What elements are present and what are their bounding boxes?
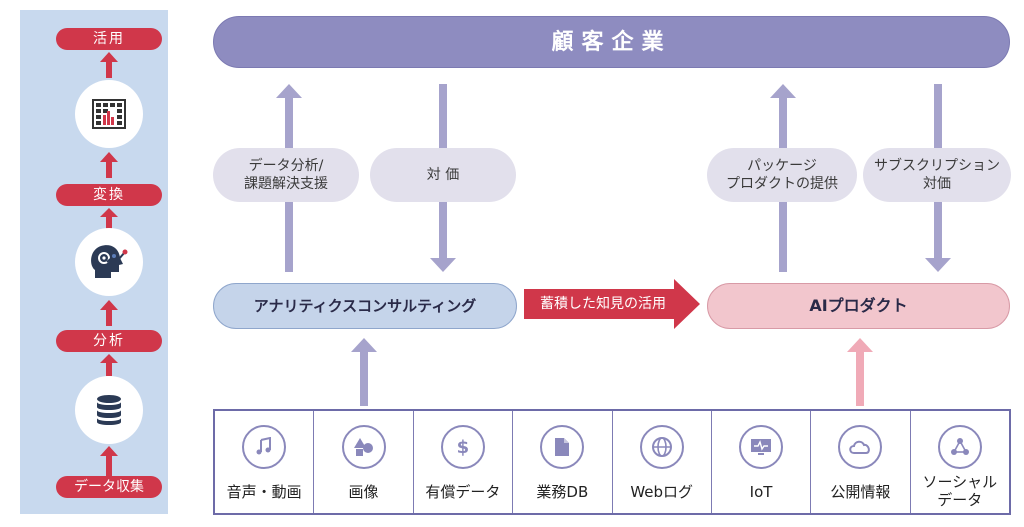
source-business-db: 業務DB <box>513 411 613 513</box>
shapes-icon <box>341 425 386 469</box>
analytics-consulting-box: アナリティクスコンサルティング <box>213 283 517 329</box>
database-icon <box>75 376 143 444</box>
cloud-icon <box>838 425 883 469</box>
source-label: 有償データ <box>425 483 501 501</box>
package-provision-label: パッケージ プロダクトの提供 <box>707 148 857 202</box>
data-sources-panel: 音声・動画 画像 $ 有償データ 業務DB Webログ IoT 公開情報 <box>213 409 1011 515</box>
price-label-text: 対 価 <box>426 167 460 183</box>
source-label: Webログ <box>630 483 694 501</box>
globe-icon <box>639 425 684 469</box>
source-label-line2: データ <box>937 491 983 509</box>
step-transform: 変換 <box>56 184 162 206</box>
source-public-info: 公開情報 <box>811 411 911 513</box>
ai-head-icon <box>75 228 143 296</box>
process-flow-panel: 活用 変換 分析 <box>20 10 168 514</box>
analysis-label-line1: データ分析/ <box>248 158 324 174</box>
knowledge-label: 蓄積した知見の活用 <box>540 296 666 312</box>
up-arrow-icon <box>100 208 118 230</box>
share-icon <box>937 425 982 469</box>
up-arrow-icon <box>100 152 118 178</box>
source-audio-video: 音声・動画 <box>215 411 315 513</box>
package-label-line1: パッケージ <box>747 158 817 174</box>
up-arrow-icon <box>100 300 118 326</box>
monitor-icon <box>739 425 784 469</box>
up-arrow-icon <box>100 354 118 376</box>
table-chart-icon <box>75 80 143 148</box>
step-analyze: 分析 <box>56 330 162 352</box>
source-label: 業務DB <box>536 483 589 501</box>
package-label-line2: プロダクトの提供 <box>726 176 838 192</box>
subscription-label-line1: サブスクリプション <box>874 158 1000 174</box>
ai-product-box: AIプロダクト <box>707 283 1010 329</box>
knowledge-transfer-arrow: 蓄積した知見の活用 <box>524 279 704 329</box>
step-utilize: 活用 <box>56 28 162 50</box>
analysis-label-line2: 課題解決支援 <box>244 176 328 192</box>
source-iot: IoT <box>712 411 812 513</box>
source-label: 公開情報 <box>830 483 891 501</box>
customer-companies-band: 顧客企業 <box>213 16 1010 68</box>
dollar-icon: $ <box>440 425 485 469</box>
subscription-price-label: サブスクリプション 対価 <box>863 148 1011 202</box>
source-label: IoT <box>749 483 773 501</box>
up-arrow-icon <box>100 52 118 78</box>
source-paid-data: $ 有償データ <box>414 411 514 513</box>
source-label: ソーシャル データ <box>911 473 1009 509</box>
up-arrow-icon <box>100 446 118 476</box>
up-arrow-to-ai-product <box>847 338 873 406</box>
analysis-support-label: データ分析/ 課題解決支援 <box>213 148 359 202</box>
source-label: 画像 <box>348 483 379 501</box>
subscription-label-line2: 対価 <box>923 176 951 192</box>
document-icon <box>540 425 585 469</box>
step-data-collection: データ収集 <box>56 476 162 498</box>
source-image: 画像 <box>314 411 414 513</box>
music-note-icon <box>242 425 287 469</box>
price-label: 対 価 <box>370 148 516 202</box>
up-arrow-to-consulting <box>351 338 377 406</box>
source-social-data: ソーシャル データ <box>911 411 1009 513</box>
source-label-line1: ソーシャル <box>922 473 998 491</box>
source-web-log: Webログ <box>613 411 712 513</box>
source-label: 音声・動画 <box>226 483 302 501</box>
